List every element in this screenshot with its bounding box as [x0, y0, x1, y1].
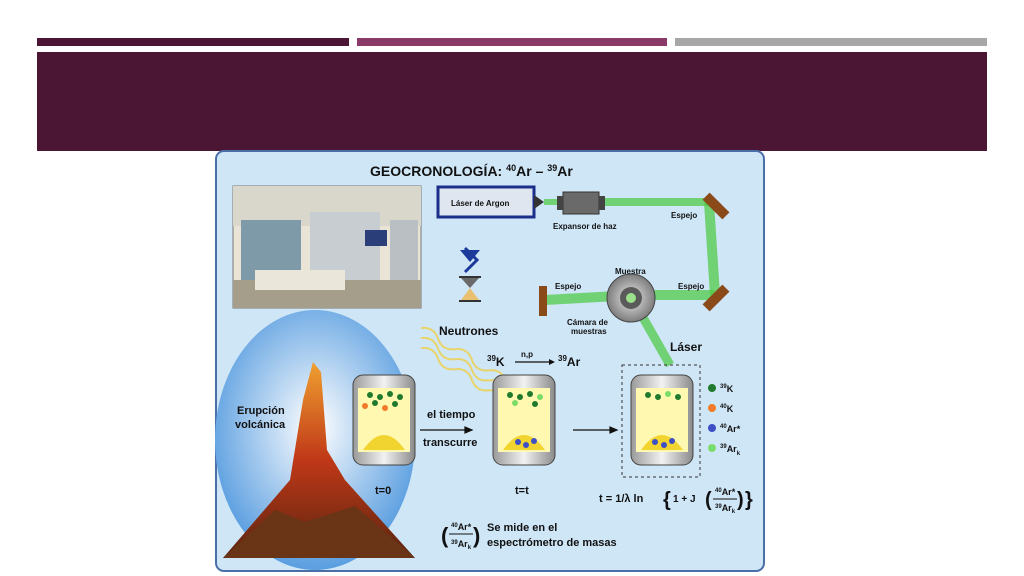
svg-text:39Ark: 39Ark [715, 503, 736, 515]
sample-label: Muestra [615, 267, 646, 276]
legend-39ark: 39Ark [720, 444, 741, 457]
svg-text:}: } [745, 489, 753, 511]
legend-dot-39ark [708, 444, 716, 452]
time-label-2: transcurre [423, 437, 477, 449]
eruption-label-2: volcánica [235, 419, 286, 431]
canister-tt [492, 374, 556, 466]
argon-laser-label: Láser de Argon [451, 199, 509, 208]
sample-chamber [606, 273, 656, 323]
figure-svg: GEOCRONOLOGÍA: 40Ar – 39Ar Láser de Argo… [215, 150, 765, 572]
age-formula: t = 1/λ ln { 1 + J ( 40Ar* 39Ark ) } [599, 487, 753, 515]
beam-expander-label: Expansor de haz [553, 222, 617, 231]
nuclear-reaction: 39K n,p 39Ar [487, 350, 581, 369]
t0-label: t=0 [375, 485, 391, 497]
svg-text:(: ( [705, 489, 712, 511]
laser-label: Láser [670, 340, 702, 354]
legend-40ar: 40Ar* [720, 424, 741, 434]
mirror-right [702, 284, 730, 312]
neutrons-label: Neutrones [439, 324, 499, 338]
isotope-legend: 39K 40K 40Ar* 39Ark [708, 384, 741, 457]
mirror-left [539, 286, 547, 316]
legend-40k: 40K [720, 404, 734, 414]
mirror-label-top: Espejo [671, 211, 697, 220]
svg-text:(: ( [441, 523, 449, 548]
legend-dot-39k [708, 384, 716, 392]
svg-text:39Ark: 39Ark [451, 539, 472, 551]
slide-title-band [37, 52, 987, 151]
svg-text:): ) [737, 489, 744, 511]
svg-text:{: { [663, 489, 671, 511]
canister-measured [621, 364, 701, 478]
header-bar-left [37, 38, 349, 46]
svg-text:40Ar*: 40Ar* [715, 487, 736, 497]
chamber-label-1: Cámara de [567, 318, 608, 327]
canister-t0 [352, 374, 416, 466]
lab-photo [232, 185, 422, 309]
svg-text:40Ar*: 40Ar* [451, 522, 472, 532]
mirror-label-left: Espejo [555, 282, 581, 291]
measure-label-2: espectrómetro de masas [487, 537, 617, 549]
svg-text:): ) [473, 523, 480, 548]
geochronology-figure: GEOCRONOLOGÍA: 40Ar – 39Ar Láser de Argo… [215, 150, 765, 576]
header-bar-middle [357, 38, 667, 46]
hourglass-icon [459, 246, 481, 302]
ratio-note: ( 40Ar* 39Ark ) Se mide en el espectróme… [441, 522, 617, 551]
neutron-waves [420, 326, 507, 402]
svg-text:t = 1/λ ln: t = 1/λ ln [599, 493, 644, 505]
legend-dot-40ar [708, 424, 716, 432]
header-bar-right [675, 38, 987, 46]
time-label-1: el tiempo [427, 409, 476, 421]
beam-expander: Expansor de haz [553, 191, 617, 231]
mirror-top [702, 192, 730, 220]
svg-text:n,p: n,p [521, 350, 533, 359]
measure-label-1: Se mide en el [487, 522, 557, 534]
chamber-label-2: muestras [571, 327, 607, 336]
svg-text:39K: 39K [487, 354, 505, 369]
argon-laser-box: Láser de Argon [436, 185, 544, 219]
legend-39k: 39K [720, 384, 734, 394]
eruption-label-1: Erupción [237, 405, 285, 417]
mirror-label-right: Espejo [678, 282, 704, 291]
process-arrows [420, 426, 619, 434]
svg-text:1 + J: 1 + J [673, 494, 696, 505]
figure-heading: GEOCRONOLOGÍA: 40Ar – 39Ar [370, 163, 573, 179]
tt-label: t=t [515, 485, 529, 497]
legend-dot-40k [708, 404, 716, 412]
svg-text:39Ar: 39Ar [558, 354, 581, 369]
